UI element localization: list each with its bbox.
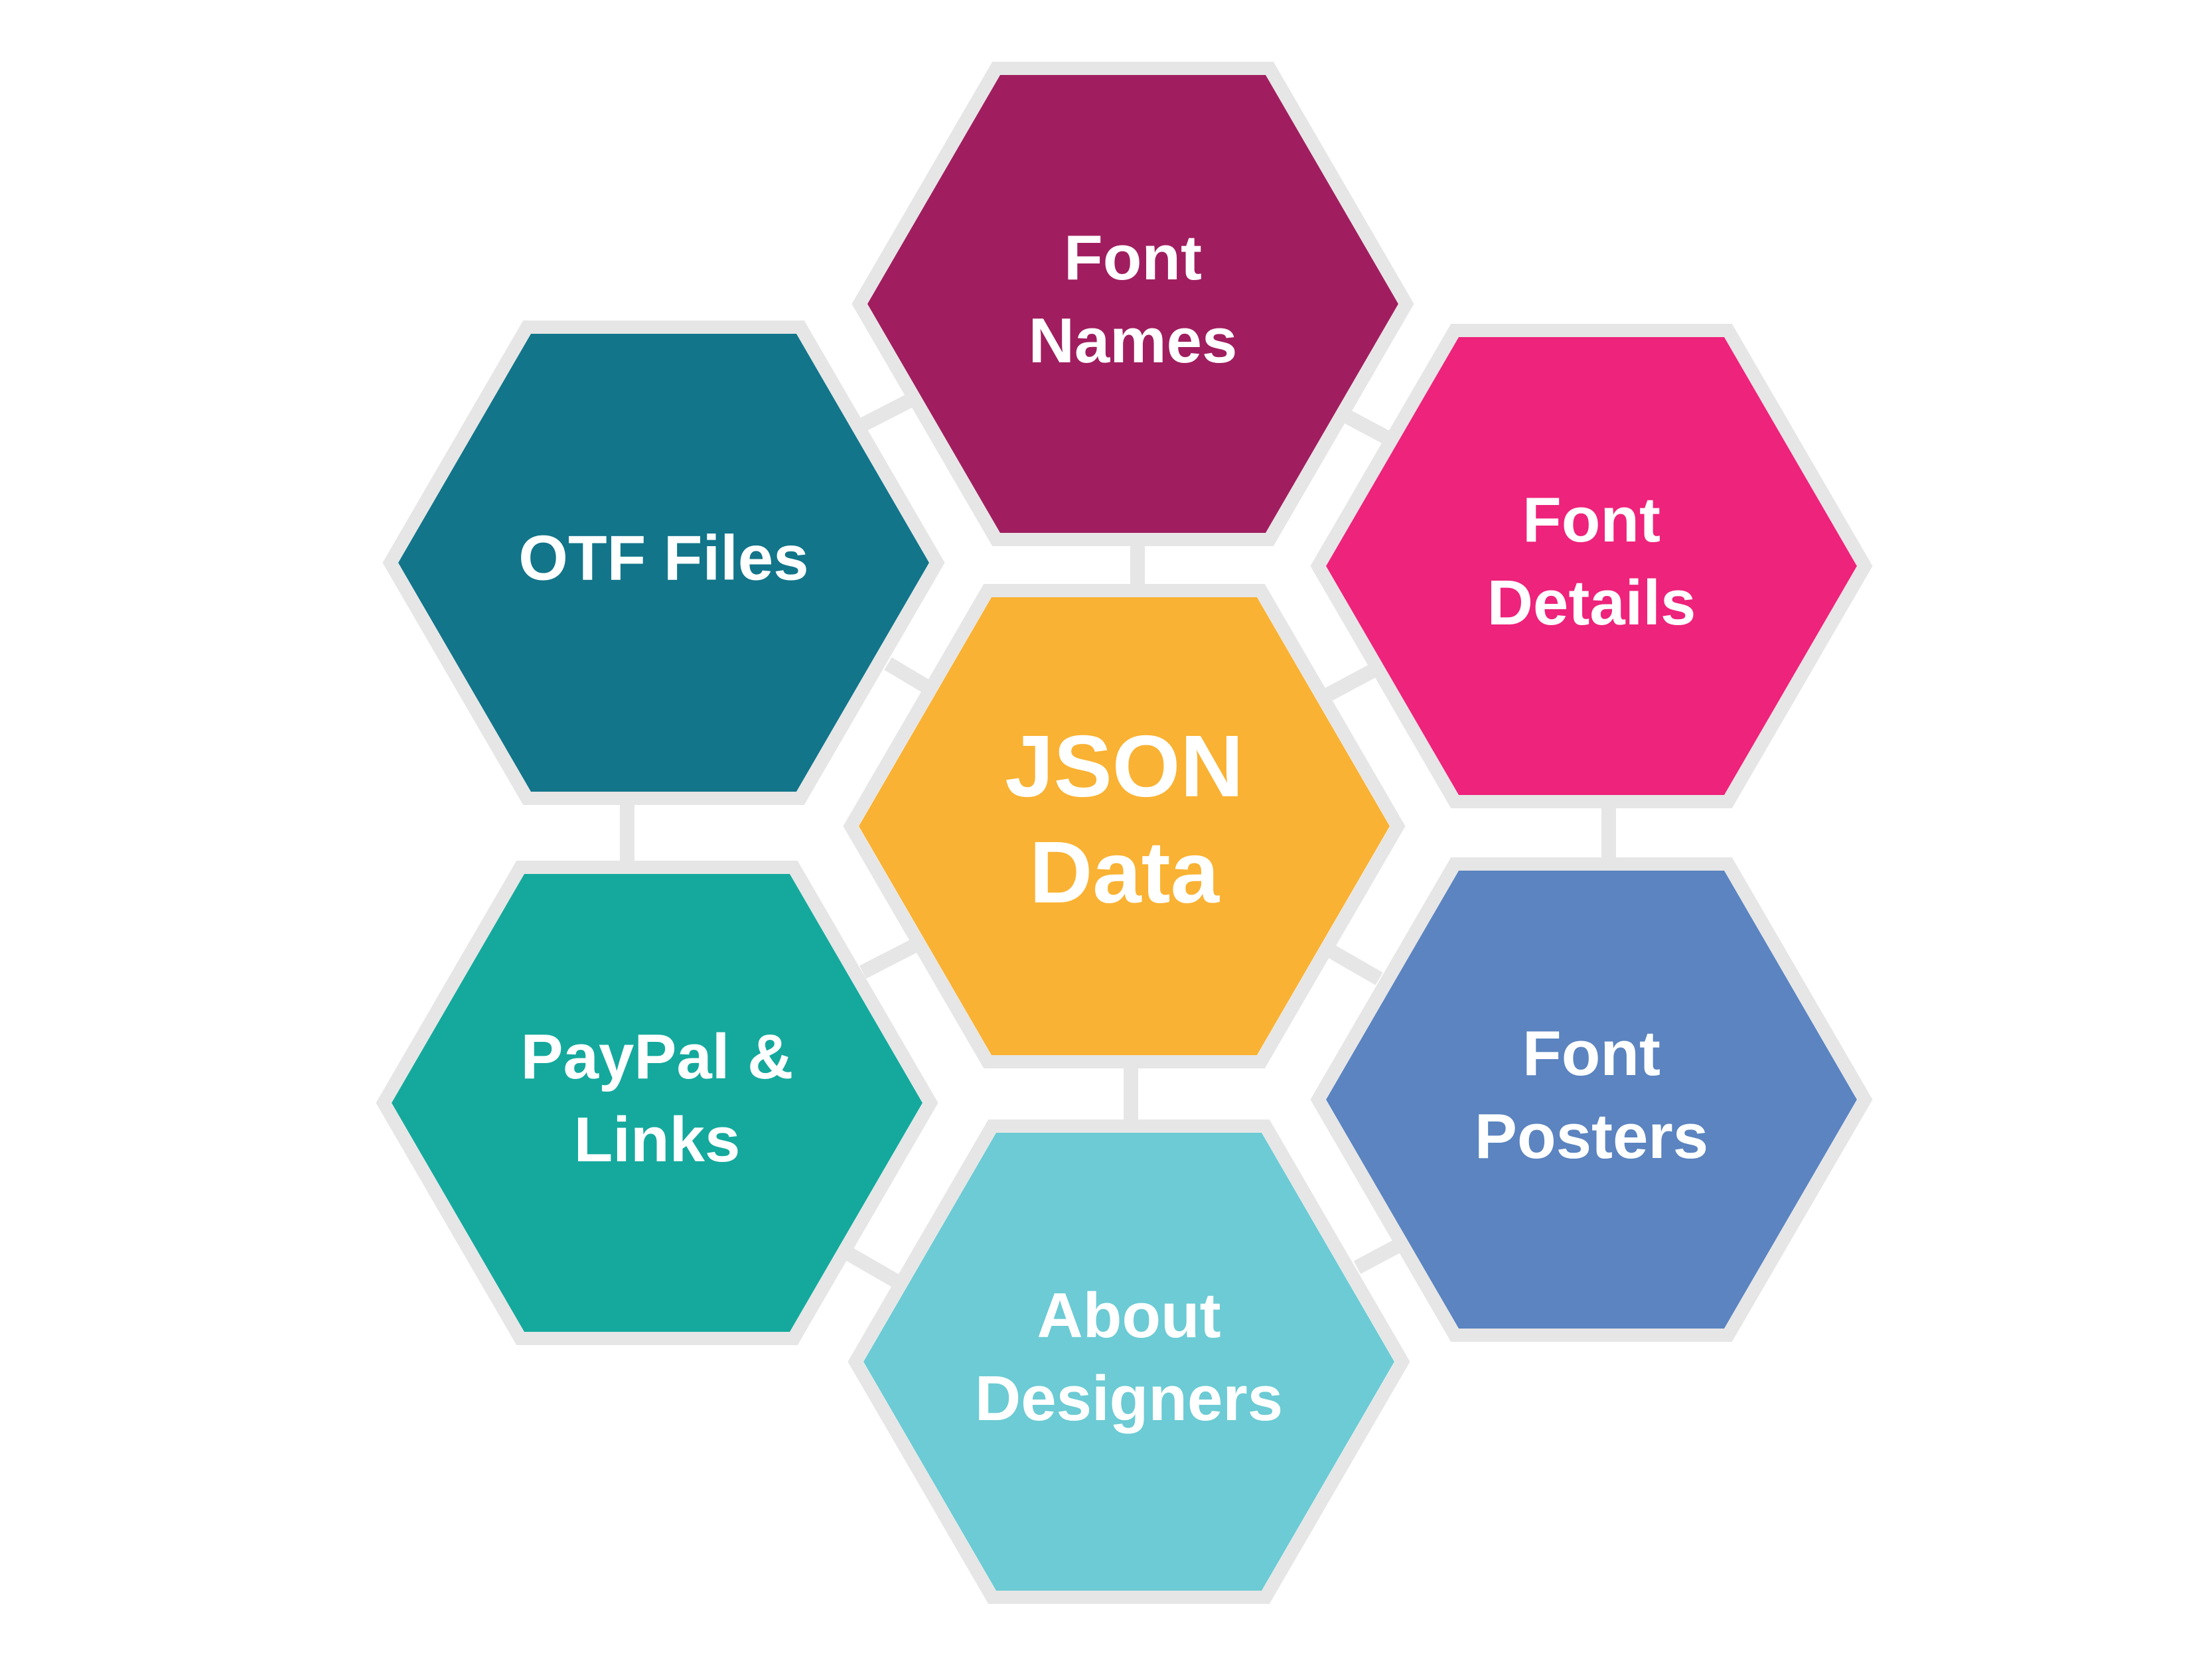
connector-json-posters [1323,942,1383,985]
json-data-label-line: Data [1029,824,1220,921]
json-data-label-line: JSON [1005,717,1243,815]
font-details-label-line: Font [1522,484,1660,555]
about-designers-label-line: Designers [975,1363,1283,1434]
about-designers-label-line: About [1037,1280,1220,1351]
font-details-label-line: Details [1487,567,1696,638]
font-posters-outline [1310,857,1873,1342]
about-designers-outline [848,1119,1410,1604]
font-details-outline [1310,324,1873,808]
paypal-links-shape [392,874,922,1332]
paypal-links-label-line: PayPal & [521,1021,794,1092]
otf-files-shape [398,334,929,792]
font-names-shape [867,75,1398,533]
connector-json-paypal [859,939,919,979]
font-names-label-line: Names [1029,305,1238,376]
connector-json-details [1320,664,1378,703]
connectors [620,392,1616,1291]
font-names-label-line: Font [1064,222,1202,293]
hexagon-otf-files: OTF Files [382,321,945,805]
font-posters-label-line: Font [1522,1018,1660,1089]
otf-files-label-line: OTF Files [518,522,808,593]
otf-files-outline [382,321,945,805]
font-details-shape [1326,337,1857,795]
font-posters-label-line: Posters [1475,1101,1708,1172]
about-designers-shape [863,1133,1394,1591]
paypal-links-label-line: Links [574,1104,741,1175]
font-names-outline [851,62,1414,546]
connector-paypal-about [846,1248,905,1291]
hexagon-paypal-links: PayPal & Links [376,861,938,1345]
font-posters-shape [1326,871,1857,1329]
json-data-outline [843,584,1406,1068]
json-data-shape [859,597,1390,1055]
paypal-links-outline [376,861,938,1345]
connector-names-otf [859,392,919,431]
